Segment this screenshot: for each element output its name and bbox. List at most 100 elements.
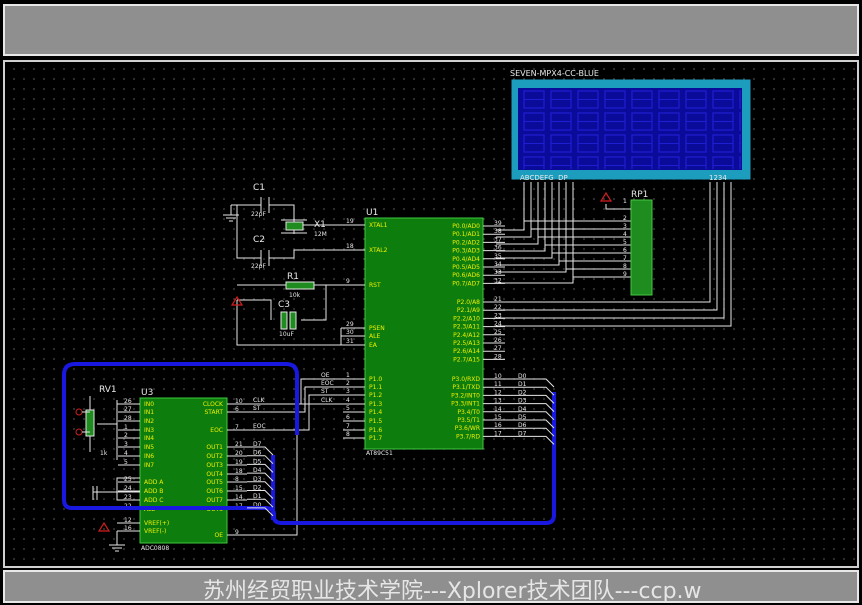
- display-digit-labels: 1234: [709, 174, 727, 182]
- u1-pin-number: 5: [346, 405, 350, 412]
- u1-pin-name: P3.0/RXD: [452, 376, 480, 383]
- potentiometer-rv1[interactable]: RV1 1k: [75, 385, 118, 460]
- resistor-r1[interactable]: R1 10k: [285, 272, 315, 299]
- u1-pin-number: 11: [494, 381, 502, 388]
- u1-pin-name: P1.5: [369, 418, 382, 425]
- u1-p1-net-label: CLK: [321, 397, 334, 404]
- u3-out-net-label: D1: [253, 493, 262, 500]
- u3-pin-name: OE: [214, 532, 223, 539]
- u3-pin-number: 1: [124, 424, 128, 431]
- bus-entry-p3: [505, 427, 555, 437]
- u3-pin-name: IN5: [144, 444, 154, 451]
- u1-pin-name: P1.2: [369, 392, 382, 399]
- status-bar: 苏州经贸职业技术学院---Xplorer技术团队---ccp.w: [3, 570, 859, 603]
- u3-pin-name: IN7: [144, 462, 154, 469]
- bus-entry-p3: [505, 394, 555, 404]
- capacitor-c1[interactable]: C1 22pF: [251, 183, 270, 218]
- rv1-value: 1k: [100, 450, 108, 457]
- u1-pin-name: P0.4/AD4: [452, 256, 480, 263]
- u3-pin-number: 7: [235, 424, 239, 431]
- u1-pin-name: P0.2/AD2: [452, 239, 480, 246]
- bus-entry-u3: [247, 463, 274, 473]
- u1-pin-number: 16: [494, 422, 502, 429]
- u1-pin-number: 38: [494, 228, 502, 235]
- u1-pin-name: XTAL2: [369, 247, 388, 254]
- u3-ref: U3: [141, 388, 153, 398]
- u1-pin-name: P3.1/TXD: [452, 384, 480, 391]
- u1-pin-name: P0.5/AD5: [452, 264, 480, 271]
- u3-pin-name: OUT3: [206, 462, 223, 469]
- u1-pin-number: 25: [494, 329, 502, 336]
- u3-pin-number: 14: [235, 494, 243, 501]
- u3-pin-name: START: [204, 409, 223, 416]
- seven-segment-display[interactable]: SEVEN-MPX4-CC-BLUE ABCDEFG DP 1234: [510, 69, 751, 182]
- u1-p3-net-label: D7: [518, 430, 527, 437]
- u1-pin-number: 30: [346, 329, 354, 336]
- u3-misc-wires: [92, 403, 140, 552]
- u1-pin-number: 7: [346, 423, 350, 430]
- u1-pin-name: P1.6: [369, 427, 382, 434]
- display-segment-wires: [496, 182, 732, 327]
- rp1-pin-number: 1: [623, 198, 627, 205]
- rp1-pin-number: 9: [623, 271, 627, 278]
- u3-out-net-label: D6: [253, 450, 262, 457]
- u3-pin-name: ADD A: [144, 479, 164, 486]
- u1-pin-name: P3.5/T1: [457, 417, 480, 424]
- u3-pin-name: OUT2: [206, 453, 223, 460]
- u3-pin-name: IN0: [144, 401, 154, 408]
- u1-part: AT89C51: [366, 450, 393, 457]
- schematic-canvas[interactable]: SEVEN-MPX4-CC-BLUE ABCDEFG DP 1234: [3, 60, 859, 568]
- u1-pin-number: 29: [346, 321, 354, 328]
- u1-pin-number: 6: [346, 414, 350, 421]
- u3-pin-name: OUT4: [206, 471, 223, 478]
- data-bus: [62, 362, 556, 525]
- u3-pin-name: ADD B: [144, 488, 163, 495]
- rp1-pin-number: 5: [623, 239, 627, 246]
- u1-pin-name: P3.3/INT1: [451, 401, 480, 408]
- rp1-pin-number: 8: [623, 263, 627, 270]
- u3-out-net-label: D2: [253, 485, 262, 492]
- c3-value: 10uF: [279, 331, 294, 338]
- microcontroller-u1[interactable]: U1 AT89C51 19XTAL118XTAL29RST29PSEN30ALE…: [321, 208, 527, 457]
- u1-pin-number: 8: [346, 431, 350, 438]
- bus-entry-p3: [505, 403, 555, 412]
- u1-p3-net-label: D2: [518, 389, 527, 396]
- bus-entry-p3: [505, 419, 555, 429]
- u1-pin-number: 22: [494, 304, 502, 311]
- u1-pin-number: 36: [494, 245, 502, 252]
- bus-entry-p3: [505, 435, 555, 445]
- u3-pin-name: OUT1: [206, 444, 223, 451]
- r1-ref: R1: [287, 272, 299, 282]
- u1-p1-net-label: EOC: [321, 380, 334, 387]
- u3-pin-name: EOC: [210, 427, 223, 434]
- u1-pin-number: 10: [494, 373, 502, 380]
- c2-value: 22pF: [251, 263, 266, 270]
- capacitor-c3[interactable]: C3 10uF: [278, 300, 297, 338]
- u1-pin-name: P0.7/AD7: [452, 280, 480, 287]
- c2-ref: C2: [253, 235, 265, 245]
- u3-out-net-label: D3: [253, 476, 262, 483]
- u1-pin-name: XTAL1: [369, 222, 388, 229]
- u3-pin-number: 20: [235, 450, 243, 457]
- u1-ref: U1: [366, 208, 378, 218]
- u3-net-eoc: EOC: [253, 423, 266, 430]
- u1-pin-number: 39: [494, 220, 502, 227]
- bus-entry-u3: [247, 507, 274, 517]
- crystal-x1[interactable]: X1 12M: [281, 219, 327, 238]
- u1-p3-net-label: D0: [518, 373, 527, 380]
- u3-pin-name: OUT7: [206, 497, 223, 504]
- u1-pin-name: P1.4: [369, 409, 382, 416]
- u1-pin-number: 14: [494, 406, 502, 413]
- top-toolbar: [3, 4, 859, 56]
- u1-pin-name: P0.1/AD1: [452, 231, 480, 238]
- r1-value: 10k: [289, 292, 301, 299]
- u3-pin-number: 6: [235, 406, 239, 413]
- c3-ref: C3: [278, 300, 290, 310]
- capacitor-c2[interactable]: C2 22pF: [251, 235, 270, 270]
- bus-entry-u3: [247, 472, 274, 482]
- u3-pin-name: IN1: [144, 409, 154, 416]
- schematic-drawing: SEVEN-MPX4-CC-BLUE ABCDEFG DP 1234: [62, 69, 751, 552]
